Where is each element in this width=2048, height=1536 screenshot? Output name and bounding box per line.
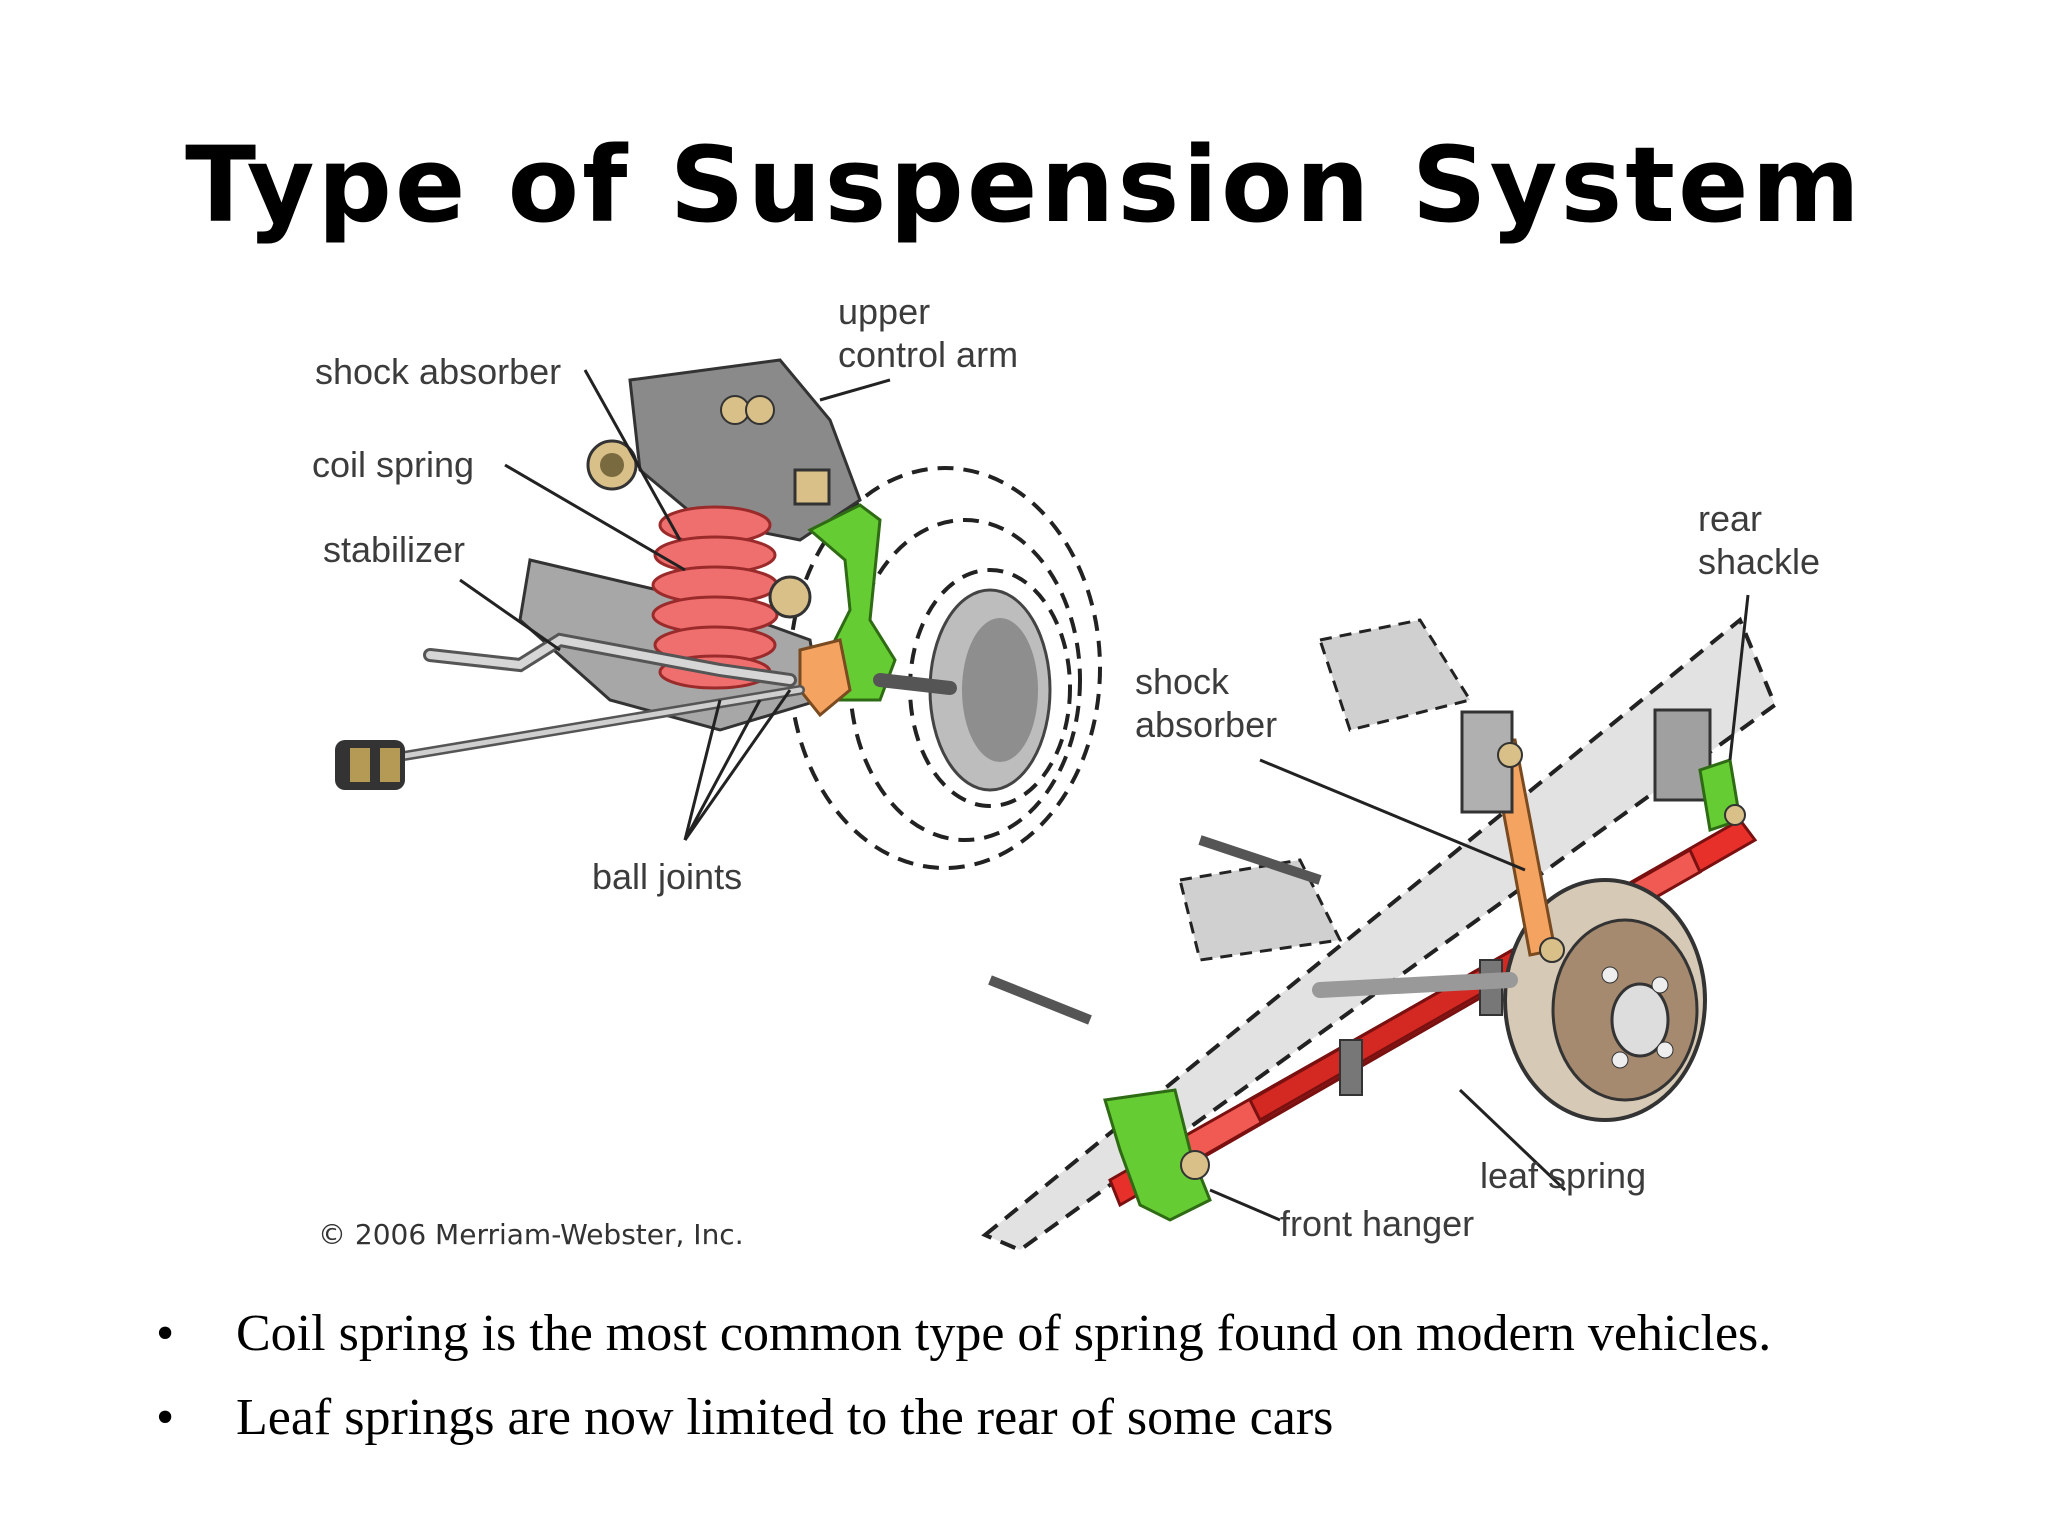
bullet-list: • Coil spring is the most common type of… [150, 1300, 1910, 1467]
slide-title: Type of Suspension System [185, 124, 1863, 246]
label-ball-joints: ball joints [592, 856, 743, 897]
frame-rail [981, 616, 1778, 1253]
bullet-text: Coil spring is the most common type of s… [236, 1305, 1772, 1362]
front-suspension-assembly [335, 358, 1102, 870]
rear-shock-absorber [1460, 710, 1565, 963]
label-front-hanger: front hanger [1280, 1203, 1475, 1244]
label-upper-control-arm: upper control arm [838, 291, 1019, 376]
label-coil-spring: coil spring [312, 444, 475, 485]
ball-joint-lower [798, 638, 852, 718]
label-stabilizer: stabilizer [323, 529, 466, 570]
bullet-item: • Coil spring is the most common type of… [150, 1300, 1910, 1368]
front-hanger [1103, 1088, 1212, 1222]
bullet-dot: • [156, 1388, 175, 1446]
bullet-dot: • [156, 1305, 175, 1362]
bullet-text: Leaf springs are now limited to the rear… [236, 1388, 1334, 1446]
rear-shackle [1653, 708, 1746, 832]
label-rear-shackle: rear shackle [1698, 498, 1821, 583]
stabilizer-end-link [335, 740, 405, 790]
label-leaf-spring: leaf spring [1480, 1155, 1647, 1196]
front-leader-lines [459, 369, 891, 841]
label-shock-absorber-rear: shock absorber [1135, 661, 1278, 746]
rear-leader-lines [1209, 594, 1750, 1222]
rear-suspension-assembly [981, 594, 1778, 1253]
bullet-item: • Leaf springs are now limited to the re… [150, 1384, 1910, 1452]
copyright-notice: © 2006 Merriam-Webster, Inc. [318, 1218, 744, 1251]
label-shock-absorber-front: shock absorber [315, 351, 562, 392]
